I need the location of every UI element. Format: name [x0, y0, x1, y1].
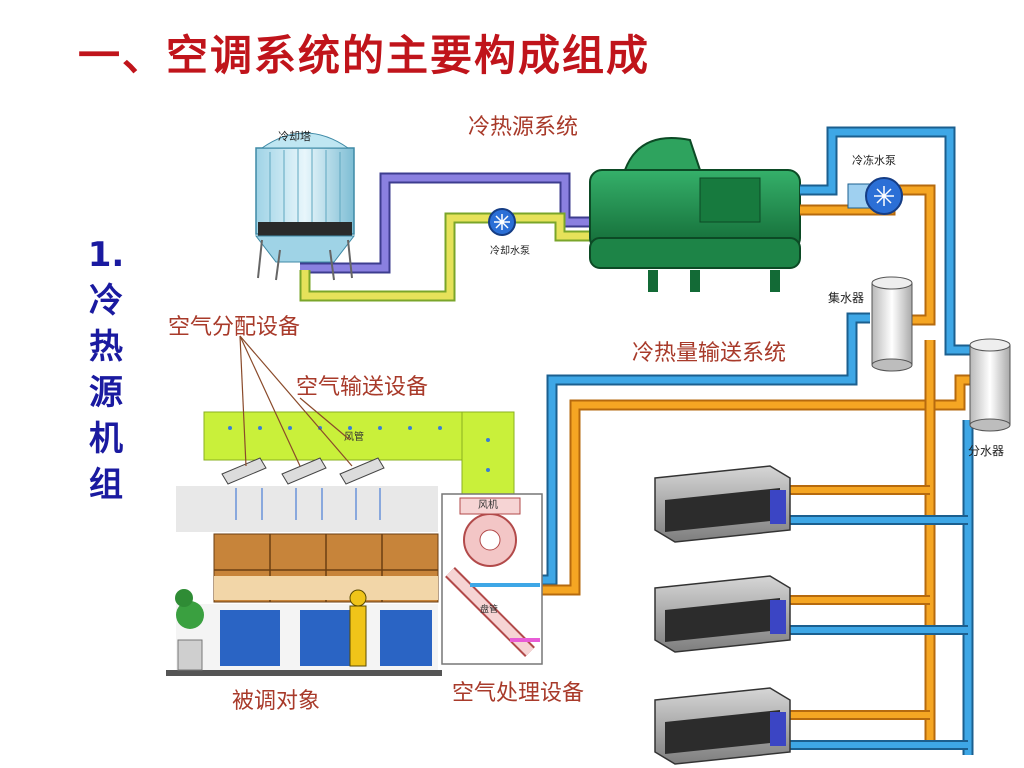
side-label-char: 机: [89, 419, 123, 459]
water-distributor-tank: [969, 338, 1011, 432]
chilled-water-mains: [540, 126, 975, 755]
chilled-pump-label: 冷冻水泵: [852, 153, 896, 167]
side-label: 1. 冷 热 源 机 组: [82, 232, 130, 508]
label-leader-lines: [239, 335, 353, 467]
side-label-char: 冷: [89, 281, 123, 321]
cooling-water-loop: [299, 172, 590, 302]
cooling-pump-label: 冷却水泵: [490, 244, 530, 257]
air-handling-unit: [441, 493, 543, 665]
chilled-pump-icon: [847, 177, 903, 215]
fan-coil-unit: [654, 465, 791, 543]
cooling-pump-icon: [488, 208, 516, 236]
coil-label: 盘管: [480, 603, 498, 615]
cooling-tower-label: 冷却塔: [278, 130, 311, 143]
fan-coil-unit: [654, 687, 791, 765]
collector-label: 集水器: [828, 290, 864, 305]
transport-system-label: 冷热量输送系统: [632, 341, 786, 366]
side-label-char: 1.: [87, 235, 125, 275]
water-collector-tank: [871, 276, 913, 372]
cooling-tower: [254, 132, 356, 281]
air-distribution-label: 空气分配设备: [168, 315, 300, 340]
conditioned-object-label: 被调对象: [232, 689, 320, 714]
air-diffuser: [221, 457, 385, 485]
duct-label: 风管: [344, 430, 364, 443]
air-duct: [203, 411, 515, 497]
fan-label: 风机: [478, 498, 498, 511]
air-handling-label: 空气处理设备: [452, 681, 584, 706]
fan-coil-unit: [654, 575, 791, 653]
page-title: 一、空调系统的主要构成组成: [78, 31, 651, 80]
side-label-char: 源: [89, 373, 123, 413]
air-transport-label: 空气输送设备: [296, 375, 428, 400]
side-label-char: 组: [89, 465, 123, 505]
side-label-char: 热: [89, 327, 123, 367]
conditioned-room: [166, 486, 442, 676]
chiller-unit: [589, 137, 801, 292]
distributor-label: 分水器: [968, 444, 1004, 458]
cold-heat-source-label: 冷热源系统: [468, 115, 578, 140]
